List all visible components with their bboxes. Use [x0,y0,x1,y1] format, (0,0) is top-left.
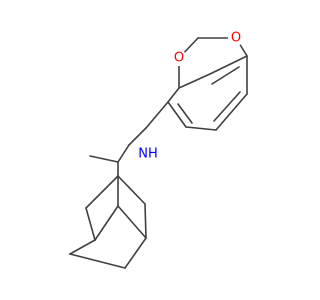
bond [178,73,211,89]
bond [124,237,147,269]
bond [69,239,96,255]
atom-label-nh: NH [138,147,158,162]
bond-double [213,91,241,122]
bond [128,127,147,146]
bond [209,55,248,75]
atom-nh: NH [137,145,159,163]
bond [167,101,187,128]
benzene-ring [167,55,248,131]
bond-double [177,103,193,124]
bond [167,87,180,103]
bond [117,144,130,163]
bond [144,203,147,239]
atom-label-o2: O [231,31,241,46]
atom-label-o1: O [174,51,184,66]
bond [117,175,146,205]
bond [85,207,96,241]
bond [185,126,217,131]
bond [89,155,119,163]
linker-chain [89,101,169,177]
bond [215,93,248,131]
molecule-structure: O O NH [69,30,248,269]
bond-double [211,66,240,85]
bond [145,101,169,129]
bond [69,253,126,269]
bond [117,205,147,239]
bond [85,175,119,209]
atom-o2: O [228,30,244,46]
bond [94,205,119,241]
adamantane-cage [69,175,147,269]
atom-o1: O [171,50,187,66]
